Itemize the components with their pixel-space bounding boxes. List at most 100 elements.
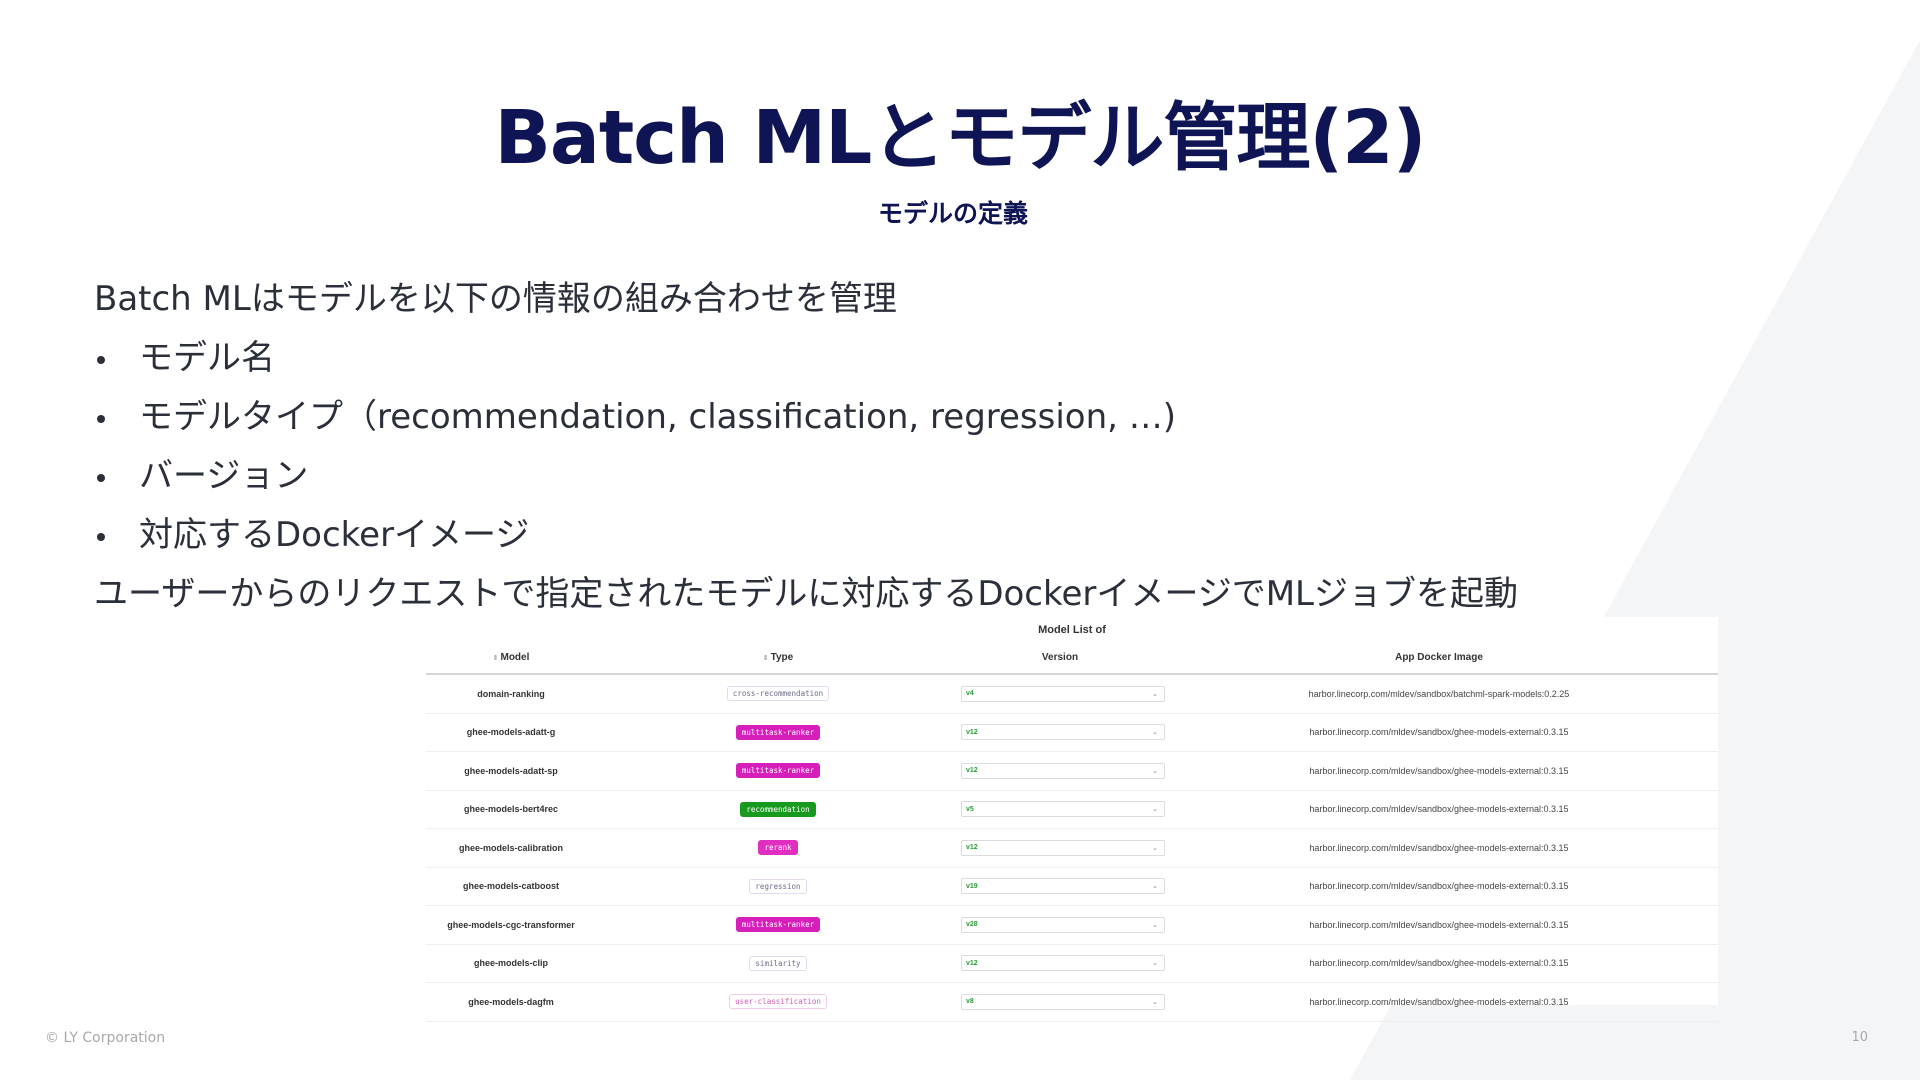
model-name: ghee-models-adatt-g bbox=[466, 727, 556, 738]
version-cell: v12⌄ bbox=[960, 828, 1165, 868]
type-tag: regression bbox=[749, 878, 807, 894]
docker-image-cell: harbor.linecorp.com/mldev/sandbox/ghee-m… bbox=[1160, 751, 1718, 791]
version-select[interactable]: v12 ⌄ bbox=[961, 955, 1165, 972]
model-cell: ghee-models-catboost bbox=[426, 867, 596, 906]
bullet-item: バージョン bbox=[94, 447, 1518, 506]
column-header-type[interactable]: ⇕Type bbox=[596, 641, 960, 675]
version-cell: v4 ⌄ bbox=[960, 674, 1165, 714]
type-cell: similarity bbox=[596, 944, 960, 983]
version-cell: v5⌄ bbox=[960, 790, 1165, 829]
type-tag: cross-recommendation bbox=[726, 686, 830, 702]
type-tag: recommendation bbox=[740, 801, 816, 817]
chevron-down-icon: ⌄ bbox=[1152, 960, 1158, 968]
version-select[interactable]: v5⌄ bbox=[961, 801, 1165, 818]
version-value: v12 bbox=[966, 767, 978, 775]
chevron-down-icon: ⌄ bbox=[1152, 767, 1158, 775]
version-cell: v8 ⌄ bbox=[960, 982, 1165, 1022]
model-name: domain-ranking bbox=[477, 688, 545, 699]
copyright: © LY Corporation bbox=[45, 1030, 166, 1046]
version-value: v8 bbox=[966, 998, 974, 1006]
version-cell: v12 ⌄ bbox=[960, 713, 1165, 752]
table-row[interactable]: ghee-models-adatt-g multitask-ranker v12 ⌄h… bbox=[426, 713, 1718, 752]
type-cell: multitask-ranker bbox=[596, 713, 960, 752]
model-name: ghee-models-calibration bbox=[458, 842, 564, 853]
version-value: v5 bbox=[966, 805, 974, 813]
chevron-down-icon: ⌄ bbox=[1152, 921, 1158, 929]
type-tag: multitask-ranker bbox=[735, 724, 821, 740]
page-number: 10 bbox=[1851, 1030, 1868, 1045]
sort-icon[interactable]: ⇕ bbox=[492, 654, 499, 662]
model-cell: ghee-models-cgc-transformer bbox=[426, 905, 596, 945]
version-value: v12 bbox=[966, 959, 978, 967]
model-name: ghee-models-catboost bbox=[462, 881, 559, 892]
intro-text: Batch MLはモデルを以下の情報の組み合わせを管理 bbox=[94, 279, 897, 319]
conclusion-text: ユーザーからのリクエストで指定されたモデルに対応するDockerイメージでMLジ… bbox=[94, 574, 1518, 614]
model-name: ghee-models-dagfm bbox=[468, 996, 554, 1007]
chevron-down-icon: ⌄ bbox=[1152, 844, 1158, 852]
table-row[interactable]: ghee-models-catboost regression v19 ⌄harbor… bbox=[426, 867, 1718, 906]
docker-image-cell: harbor.linecorp.com/mldev/sandbox/ghee-m… bbox=[1160, 944, 1718, 983]
version-cell: v19 ⌄ bbox=[960, 867, 1165, 906]
model-cell: ghee-models-bert4rec bbox=[426, 790, 596, 829]
version-value: v12 bbox=[966, 728, 978, 736]
docker-image-cell: harbor.linecorp.com/mldev/sandbox/ghee-m… bbox=[1160, 982, 1718, 1022]
sort-icon[interactable]: ⇕ bbox=[762, 654, 769, 662]
type-tag: multitask-ranker bbox=[735, 917, 821, 933]
type-cell: recommendation bbox=[596, 790, 960, 829]
model-cell: ghee-models-adatt-g bbox=[426, 713, 596, 752]
model-list-screenshot: Model List of ⇕Model ⇕Type Version App D… bbox=[426, 617, 1718, 1022]
model-cell: ghee-models-clip bbox=[426, 944, 596, 983]
version-select[interactable]: v12⌄ bbox=[961, 839, 1165, 856]
column-header-model[interactable]: ⇕Model bbox=[426, 641, 596, 675]
docker-image-cell: harbor.linecorp.com/mldev/sandbox/ghee-m… bbox=[1160, 867, 1718, 906]
version-value: v28 bbox=[966, 921, 978, 929]
version-value: v4 bbox=[966, 690, 974, 698]
table-row[interactable]: ghee-models-dagfm user-classification v8 ⌄h… bbox=[426, 982, 1718, 1022]
version-select[interactable]: v8 ⌄ bbox=[961, 993, 1165, 1010]
version-cell: v28 ⌄ bbox=[960, 905, 1165, 945]
chevron-down-icon: ⌄ bbox=[1152, 998, 1158, 1006]
bullet-item: モデル名 bbox=[94, 329, 1518, 388]
slide-title: Batch MLとモデル管理(2) bbox=[494, 95, 1427, 181]
column-header-version: Version bbox=[960, 641, 1160, 675]
version-select[interactable]: v12 ⌄ bbox=[961, 724, 1165, 741]
table-header-row: ⇕Model ⇕Type Version App Docker Image bbox=[426, 641, 1718, 675]
chevron-down-icon: ⌄ bbox=[1152, 690, 1158, 698]
type-tag: user-classification bbox=[729, 994, 827, 1010]
type-tag: rerank bbox=[758, 840, 798, 856]
type-cell: rerank bbox=[596, 828, 960, 868]
docker-image-cell: harbor.linecorp.com/mldev/sandbox/ghee-m… bbox=[1160, 713, 1718, 752]
version-select[interactable]: v28 ⌄ bbox=[961, 916, 1165, 933]
version-value: v19 bbox=[966, 882, 978, 890]
table-row[interactable]: ghee-models-cgc-transformer multitask-ran… bbox=[426, 905, 1718, 945]
type-tag: similarity bbox=[749, 955, 807, 971]
docker-image-cell: harbor.linecorp.com/mldev/sandbox/batchm… bbox=[1160, 674, 1718, 714]
type-cell: regression bbox=[596, 867, 960, 906]
table-row[interactable]: domain-ranking cross-recommendation v4 ⌄har… bbox=[426, 674, 1718, 714]
table-row[interactable]: ghee-models-clip similarity v12 ⌄harbor.lin… bbox=[426, 944, 1718, 983]
slide-body: Batch MLはモデルを以下の情報の組み合わせを管理 モデル名 モデルタイプ（… bbox=[94, 270, 1518, 624]
docker-image-cell: harbor.linecorp.com/mldev/sandbox/ghee-m… bbox=[1160, 828, 1718, 868]
bullet-item: モデルタイプ（recommendation, classification, r… bbox=[94, 388, 1518, 447]
version-select[interactable]: v19 ⌄ bbox=[961, 878, 1165, 895]
slide-subtitle: モデルの定義 bbox=[877, 199, 1028, 228]
type-cell: multitask-ranker bbox=[596, 905, 960, 945]
type-cell: cross-recommendation bbox=[596, 674, 960, 714]
docker-image-cell: harbor.linecorp.com/mldev/sandbox/ghee-m… bbox=[1160, 905, 1718, 945]
model-name: ghee-models-cgc-transformer bbox=[447, 919, 575, 930]
version-select[interactable]: v12 ⌄ bbox=[961, 762, 1165, 779]
table-row[interactable]: ghee-models-calibration rerank v12⌄harbor.… bbox=[426, 828, 1718, 868]
chevron-down-icon: ⌄ bbox=[1152, 729, 1158, 737]
version-cell: v12 ⌄ bbox=[960, 944, 1165, 983]
model-cell: ghee-models-adatt-sp bbox=[426, 751, 596, 791]
model-name: ghee-models-adatt-sp bbox=[464, 765, 558, 776]
version-select[interactable]: v4 ⌄ bbox=[961, 685, 1165, 702]
model-name: ghee-models-clip bbox=[473, 958, 548, 969]
model-cell: ghee-models-dagfm bbox=[426, 982, 596, 1022]
chevron-down-icon: ⌄ bbox=[1152, 883, 1158, 891]
table-caption: Model List of bbox=[1038, 624, 1106, 636]
bullet-item: 対応するDockerイメージ bbox=[94, 506, 1518, 565]
